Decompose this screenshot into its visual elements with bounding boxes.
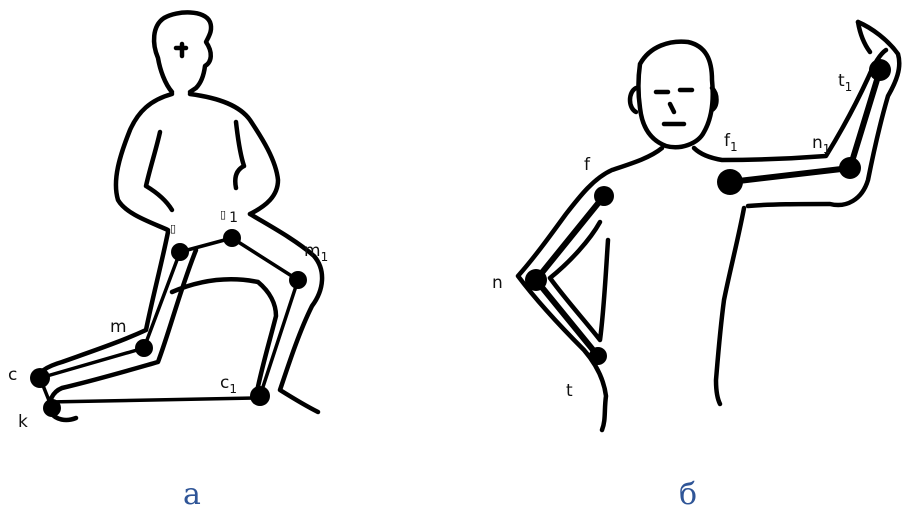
joint-b-t1 xyxy=(869,59,891,81)
label-b-f1: f1 xyxy=(724,131,738,154)
label-a-m1: m1 xyxy=(304,241,328,264)
caption-b: б xyxy=(679,477,697,509)
joint-a-c xyxy=(30,368,50,388)
figure-a-front-shin-bone xyxy=(260,280,298,396)
label-a-k: k xyxy=(18,412,28,432)
joint-b-n xyxy=(525,269,547,291)
label-a-c: c xyxy=(8,365,17,385)
label-b-n1: n1 xyxy=(812,133,830,156)
figure-a-back-leg-outline xyxy=(36,232,168,380)
joint-b-t xyxy=(589,347,607,365)
figure-a-torso-left-outline xyxy=(116,94,172,230)
figure-b-ear-left xyxy=(630,88,636,112)
label-b-t: t xyxy=(566,381,573,401)
label-b-n: n xyxy=(492,273,503,293)
label-a-c1: c1 xyxy=(220,373,237,396)
label-a-hip-left: ▯ xyxy=(170,222,176,235)
figure-a-torso-right-outline xyxy=(190,94,278,214)
label-b-f: f xyxy=(584,155,591,175)
figure-b-forearm-bone xyxy=(536,280,598,356)
figure-b-right-side xyxy=(716,208,744,404)
joint-a-m xyxy=(135,339,153,357)
joint-b-f xyxy=(594,186,614,206)
label-a-hip-right: ▯1 xyxy=(220,208,238,226)
figure-a-front-thigh-bone xyxy=(232,238,298,280)
figure-b-head-outline xyxy=(639,42,713,148)
figure-a-ground-line xyxy=(48,398,258,402)
joint-a-c1 xyxy=(250,386,270,406)
joint-a-k xyxy=(43,399,61,417)
joint-b-n1 xyxy=(839,157,861,179)
joint-a-hip-left xyxy=(171,243,189,261)
figure-a-inner-left-arm xyxy=(146,132,172,210)
figure-b-raised-upper-arm-bone xyxy=(730,168,850,182)
caption-a: а xyxy=(183,477,201,509)
label-a-m: m xyxy=(110,317,127,337)
joint-a-hip-right xyxy=(223,229,241,247)
figure-a: ▯ ▯1 m1 m c k c1 а xyxy=(8,12,328,509)
figure-b: f n t f1 n1 t1 б xyxy=(492,22,899,509)
label-b-t1: t1 xyxy=(838,71,852,94)
figure-a-face-detail xyxy=(176,44,186,56)
joint-a-m1 xyxy=(289,271,307,289)
figure-b-face-detail xyxy=(656,90,692,124)
joint-b-f1 xyxy=(717,169,743,195)
figure-a-inner-right-arm xyxy=(235,122,244,188)
